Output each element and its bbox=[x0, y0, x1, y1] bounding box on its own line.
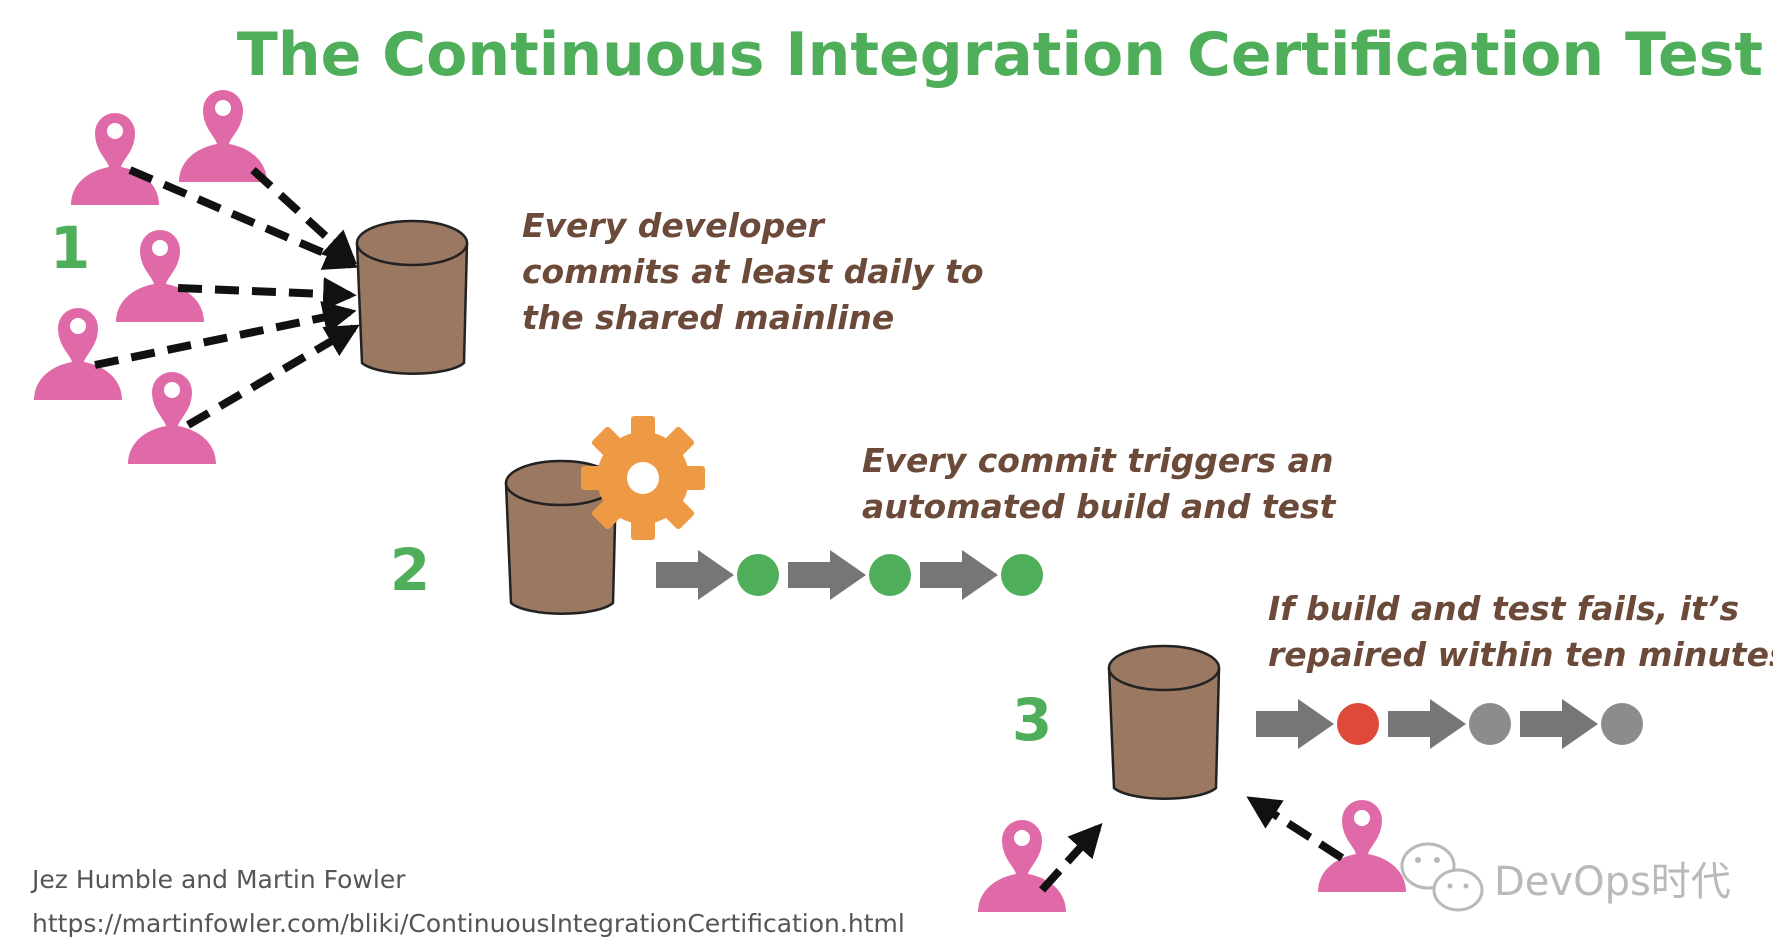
pipeline-arrow bbox=[920, 550, 998, 600]
repository-icon bbox=[1107, 644, 1221, 800]
credit-url: https://martinfowler.com/bliki/Continuou… bbox=[32, 909, 905, 938]
build-status-fail-dot bbox=[1337, 703, 1379, 745]
pipeline-arrow bbox=[1520, 699, 1598, 749]
step-2-caption: Every commit triggers an automated build… bbox=[862, 441, 1345, 526]
build-pipeline-step-3 bbox=[1256, 699, 1643, 749]
pipeline-arrow bbox=[1388, 699, 1466, 749]
developer-icon bbox=[1318, 800, 1406, 892]
watermark-text: DevOps时代 bbox=[1494, 859, 1731, 905]
gear-icon bbox=[581, 416, 705, 540]
repository-icon bbox=[355, 219, 469, 375]
step-1-caption: Every developer commits at least daily t… bbox=[522, 206, 995, 337]
build-status-pending-dot bbox=[1601, 703, 1643, 745]
commit-arrow bbox=[185, 324, 360, 429]
wechat-icon bbox=[1400, 842, 1484, 912]
build-status-pass-dot bbox=[737, 554, 779, 596]
repair-arrows-step-3 bbox=[1039, 796, 1345, 893]
step-1-number: 1 bbox=[50, 214, 90, 282]
commit-arrows-step-1 bbox=[94, 166, 360, 429]
pipeline-arrow bbox=[788, 550, 866, 600]
developer-icon bbox=[71, 113, 159, 205]
developer-icon bbox=[179, 90, 267, 182]
build-pipeline-step-2 bbox=[656, 550, 1043, 600]
build-status-pass-dot bbox=[1001, 554, 1043, 596]
developer-icon bbox=[978, 820, 1066, 912]
step-3-number: 3 bbox=[1012, 686, 1052, 754]
developer-icon bbox=[34, 308, 122, 400]
commit-arrow bbox=[128, 166, 359, 270]
repair-arrow bbox=[1039, 823, 1103, 893]
page-title: The Continuous Integration Certification… bbox=[237, 20, 1763, 90]
build-status-pass-dot bbox=[869, 554, 911, 596]
credit-authors: Jez Humble and Martin Fowler bbox=[30, 865, 406, 894]
commit-arrow bbox=[94, 301, 357, 369]
commit-arrow bbox=[250, 167, 357, 265]
pipeline-arrow bbox=[656, 550, 734, 600]
step-2-number: 2 bbox=[390, 536, 430, 604]
pipeline-arrow bbox=[1256, 699, 1334, 749]
commit-arrow bbox=[177, 277, 357, 311]
developer-icon bbox=[116, 230, 204, 322]
step-3-caption: If build and test fails, it’s repaired w… bbox=[1268, 589, 1773, 674]
repair-arrow bbox=[1246, 796, 1345, 862]
build-status-pending-dot bbox=[1469, 703, 1511, 745]
